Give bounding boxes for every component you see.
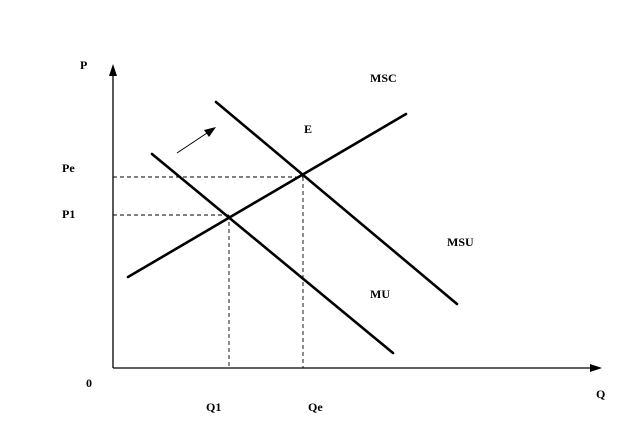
x-axis-label: Q <box>596 387 605 401</box>
msu-label: MSU <box>447 235 474 249</box>
x-axis-arrowhead <box>590 364 602 372</box>
y-axis-arrowhead <box>109 64 117 76</box>
price-label-p1: P1 <box>62 207 75 221</box>
msu-curve <box>214 100 459 306</box>
quantity-label-qe: Qe <box>308 400 323 414</box>
origin-label: 0 <box>86 376 92 390</box>
shift-arrow-head <box>204 127 216 137</box>
mu-curve <box>150 152 395 355</box>
price-label-pe: Pe <box>62 161 75 175</box>
y-axis-label: P <box>80 58 87 72</box>
mu-label: MU <box>370 287 390 301</box>
equilibrium-label: E <box>304 122 312 136</box>
shift-arrow-line <box>176 130 211 154</box>
msc-label: MSC <box>370 71 397 85</box>
msc-curve <box>126 112 408 279</box>
quantity-label-q1: Q1 <box>206 400 221 414</box>
